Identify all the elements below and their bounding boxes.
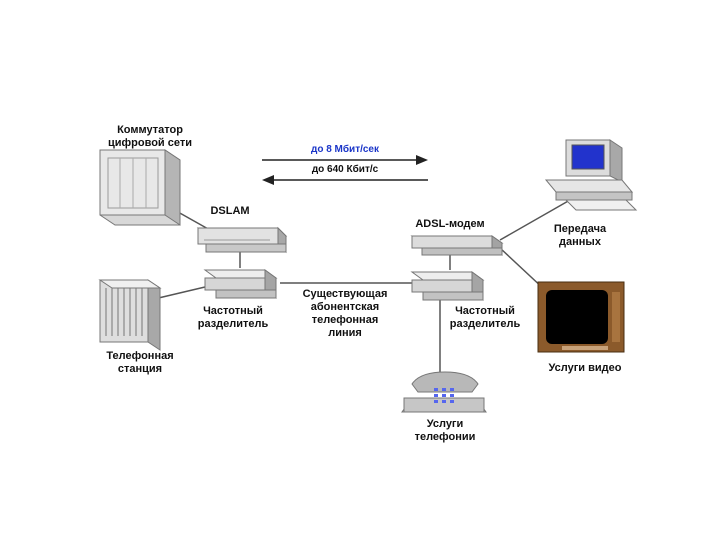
video-services-label: Услуги видео — [548, 362, 622, 374]
speed-arrows — [262, 155, 428, 185]
link-modem-pc — [499, 199, 571, 241]
upstream-speed-label: до 640 Кбит/с — [311, 164, 379, 175]
tv-icon — [537, 281, 625, 353]
splitter-right-icon — [410, 271, 485, 301]
digital-switch-label: Коммутатор цифровой сети — [108, 124, 192, 149]
downstream-arrowhead — [416, 155, 428, 165]
splitter-left-label: Частотный разделитель — [197, 305, 269, 330]
computer-screen — [571, 144, 605, 170]
adsl-modem-icon — [410, 235, 504, 256]
digital-switch-icon — [99, 149, 181, 226]
dslam-label: DSLAM — [210, 205, 250, 217]
computer-icon — [544, 139, 638, 211]
handset-icon — [411, 371, 479, 393]
telephone-icon — [401, 371, 487, 413]
phone-station-label: Телефонная станция — [106, 350, 174, 375]
splitter-left-icon — [203, 269, 278, 299]
subscriber-line-label: Существующая абонентская телефонная лини… — [302, 288, 388, 339]
data-transfer-label: Передача данных — [553, 223, 607, 248]
downstream-speed-label: до 8 Мбит/сек — [310, 144, 380, 155]
link-switch-dslam — [177, 211, 211, 231]
tv-screen — [546, 290, 608, 344]
dslam-icon — [196, 226, 288, 254]
phone-station-icon — [98, 279, 162, 351]
telephony-label: Услуги телефонии — [414, 418, 476, 443]
adsl-modem-label: ADSL-модем — [415, 218, 485, 230]
upstream-arrowhead — [262, 175, 274, 185]
keyboard-icon — [564, 199, 638, 211]
keypad-icon — [434, 388, 454, 403]
splitter-right-label: Частотный разделитель — [449, 305, 521, 330]
